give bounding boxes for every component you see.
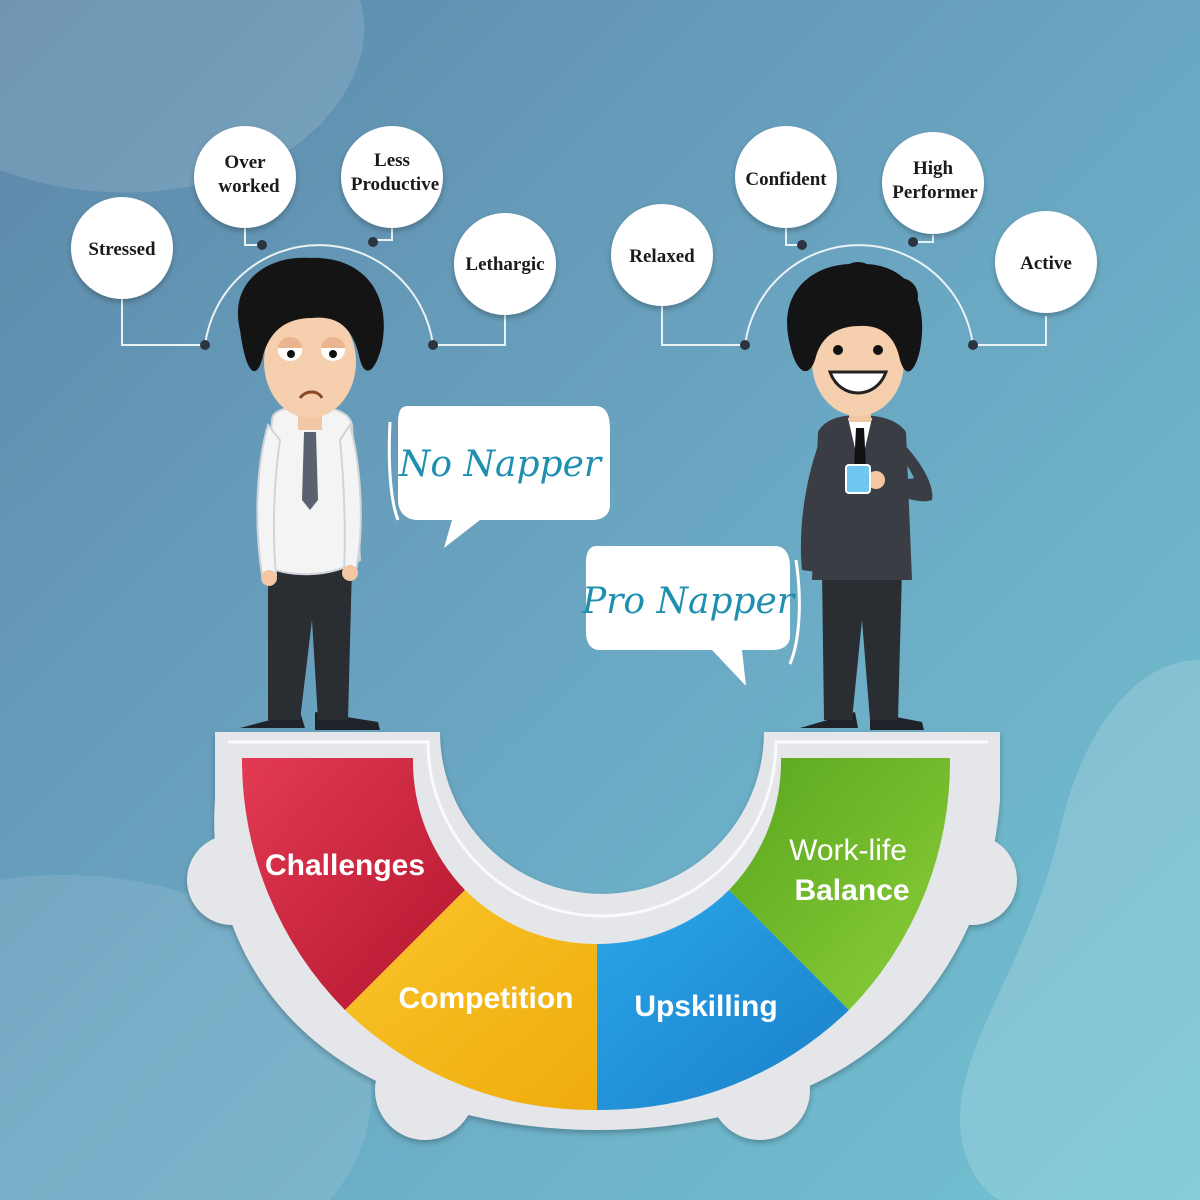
- no-napper-bubble: No Napper: [387, 406, 610, 548]
- trait-label-line2: worked: [218, 176, 280, 197]
- segment-label-challenges: Challenges: [265, 849, 425, 882]
- segment-challenges: [241, 758, 465, 1010]
- trait-label-line1: High: [913, 158, 954, 179]
- connector-dot: [200, 340, 210, 350]
- right-trait-confident: Confident: [735, 126, 837, 228]
- left-trait-stressed: Stressed: [71, 197, 173, 299]
- left-trait-less-productive: Less Productive: [341, 126, 443, 228]
- connector-dot: [908, 237, 918, 247]
- gear-highlight: [228, 740, 988, 918]
- connector-dot: [740, 340, 750, 350]
- segment-ring: [241, 758, 951, 1111]
- right-trait-high-performer: High Performer: [882, 132, 984, 234]
- segment-work-life-balance: [729, 758, 951, 1010]
- happy-character: [787, 262, 933, 730]
- no-napper-label: No Napper: [398, 444, 603, 485]
- segment-label-competition: Competition: [399, 982, 574, 1015]
- right-trait-relaxed: Relaxed: [611, 204, 713, 306]
- left-trait-overworked: Over worked: [194, 126, 296, 228]
- segment-upskilling: [597, 890, 849, 1111]
- trait-label: Active: [1020, 253, 1072, 274]
- trait-label: Confident: [745, 169, 827, 190]
- right-trait-active: Active: [995, 211, 1097, 313]
- pro-napper-label: Pro Napper: [581, 581, 796, 622]
- bg-blob-bottom-right: [960, 660, 1200, 1200]
- trait-label: Relaxed: [629, 246, 695, 267]
- trait-label-line2: Performer: [892, 182, 978, 203]
- segment-competition: [345, 890, 597, 1111]
- segment-label-work-life: Work-life: [789, 834, 907, 867]
- connector-dot: [968, 340, 978, 350]
- trait-label: Lethargic: [465, 254, 544, 275]
- tired-character: [237, 257, 384, 730]
- segment-label-balance: Balance: [794, 874, 909, 907]
- connector-dot: [428, 340, 438, 350]
- pro-napper-bubble: Pro Napper: [581, 546, 801, 686]
- trait-label-line2: Productive: [351, 174, 439, 195]
- right-trait-connectors: [661, 228, 1047, 346]
- trait-label: Stressed: [88, 239, 156, 260]
- connector-dot: [797, 240, 807, 250]
- segment-label-upskilling: Upskilling: [634, 990, 777, 1023]
- left-trait-lethargic: Lethargic: [454, 213, 556, 315]
- trait-label-line1: Less: [374, 150, 410, 171]
- bg-blob-top-left: [0, 0, 365, 193]
- connector-dot: [257, 240, 267, 250]
- trait-label-line1: Over: [224, 152, 266, 173]
- left-trait-connectors: [121, 228, 506, 346]
- connector-dot: [368, 237, 378, 247]
